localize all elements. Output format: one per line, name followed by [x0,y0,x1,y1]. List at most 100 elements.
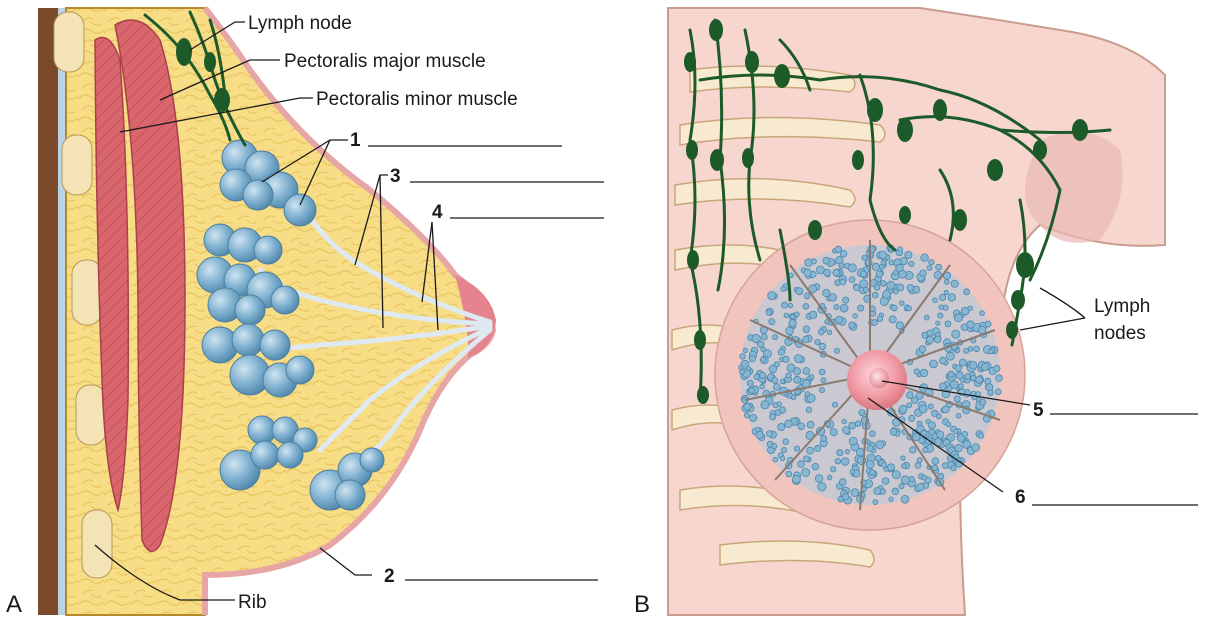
lobule-dot [867,245,876,254]
label-rib: Rib [238,592,267,613]
lobule-dot [777,348,786,356]
lobule-dot [941,462,949,469]
lobule-dot [765,309,773,316]
lobule-dot [784,419,793,428]
number-2: 2 [384,566,395,587]
lobule-dot [964,373,971,380]
chest-wall [38,8,58,615]
lobule-dot [931,464,939,472]
lobule-dot [823,268,831,277]
lobule-dot [921,474,927,481]
lobule-dot [995,374,1003,382]
lobule-dot [919,368,929,378]
lobule-dot [782,355,790,363]
lobule-dot [832,268,840,277]
lobule-dot [848,421,856,430]
lobule-dot [935,263,943,271]
lobule-dot [906,305,912,312]
lobule-dot [947,293,956,302]
lobule-dot [935,413,942,420]
lobule-dot [809,310,818,319]
lobule-dot [839,303,849,313]
lobule-dot [860,270,868,278]
lobule-dot [847,263,857,273]
lobule-dot [912,432,921,442]
lobule-dot [891,470,901,480]
lobule-dot [785,372,792,379]
lobule-dot [853,284,860,292]
lobule-dot [787,302,794,309]
lobule-dot [742,347,749,353]
lobule-dot [743,402,752,411]
lobule-dot [908,260,915,267]
lobule-dot [939,382,947,391]
lobule-dot [863,286,870,293]
lobule-dot [739,369,745,375]
lobule-dot [918,404,928,414]
lobule-dot [771,443,778,450]
lobule-dot [975,375,983,384]
lobule-dot [848,436,858,446]
lobule-dot [895,321,904,330]
lobule-dot [886,280,896,290]
lobule-dot [868,430,876,438]
label-pectoralis-major: Pectoralis major muscle [284,51,486,72]
lobule-dot [947,370,955,378]
lobule-dot [768,318,776,326]
lobule-dot [875,270,884,278]
lobule-dot [872,499,879,506]
lobule-dot [914,461,922,469]
lobule-dot [808,284,817,294]
lobule-dot [804,391,811,397]
pectoralis-minor-muscle [94,36,130,513]
lobule-dot [771,377,779,384]
lobule-dot [852,312,858,319]
lobule-dot [794,354,803,364]
lobule-dot [780,286,786,292]
lobule-dot [920,253,929,262]
lobule-dot [779,455,786,461]
lobule-dot [963,288,971,296]
lobule-dot [802,455,810,463]
lobule-dot [748,355,756,363]
lobule-dot [979,310,985,316]
lobule-dot [788,319,797,328]
lobule-dot [793,375,801,384]
lobule-dot [755,430,764,439]
lobule-dot [977,325,987,335]
lobule-dot [849,468,855,475]
lobule-dot [958,383,964,390]
lobule-dot [836,449,844,457]
lobule-dot [951,329,961,339]
lobule-dot [899,404,908,414]
lobule-dot [966,320,975,329]
lobule-dot [881,477,890,485]
lobule-dot [887,463,895,472]
lobule-dot [899,300,905,306]
lobule-dot [814,474,824,483]
lobule-dot [795,287,804,296]
lobule-dot [811,462,820,471]
lobule-dot [973,345,980,353]
lobule-dot [905,391,914,399]
lobule-dot [987,389,994,396]
lobule-dot [861,254,868,261]
lobule-dot [767,291,777,301]
lobule-dot [835,315,844,324]
lobule-dot [766,430,773,438]
lobule-dot [739,353,746,360]
lobule-dot [944,320,952,328]
lobule-dot [911,396,919,404]
lobule-dot [803,292,811,300]
lobule-dot [841,418,847,425]
lobule-dot [805,406,813,414]
lobule-dot [781,446,788,453]
lobule-dot [929,359,938,369]
lobule-dot [848,321,856,329]
leader-lines-a [94,21,439,601]
lobule-dot [946,351,955,361]
lobule-dot [866,444,874,453]
lobule-dot [738,364,744,370]
lobule-dot [806,420,815,429]
lobule-dot [936,430,945,439]
